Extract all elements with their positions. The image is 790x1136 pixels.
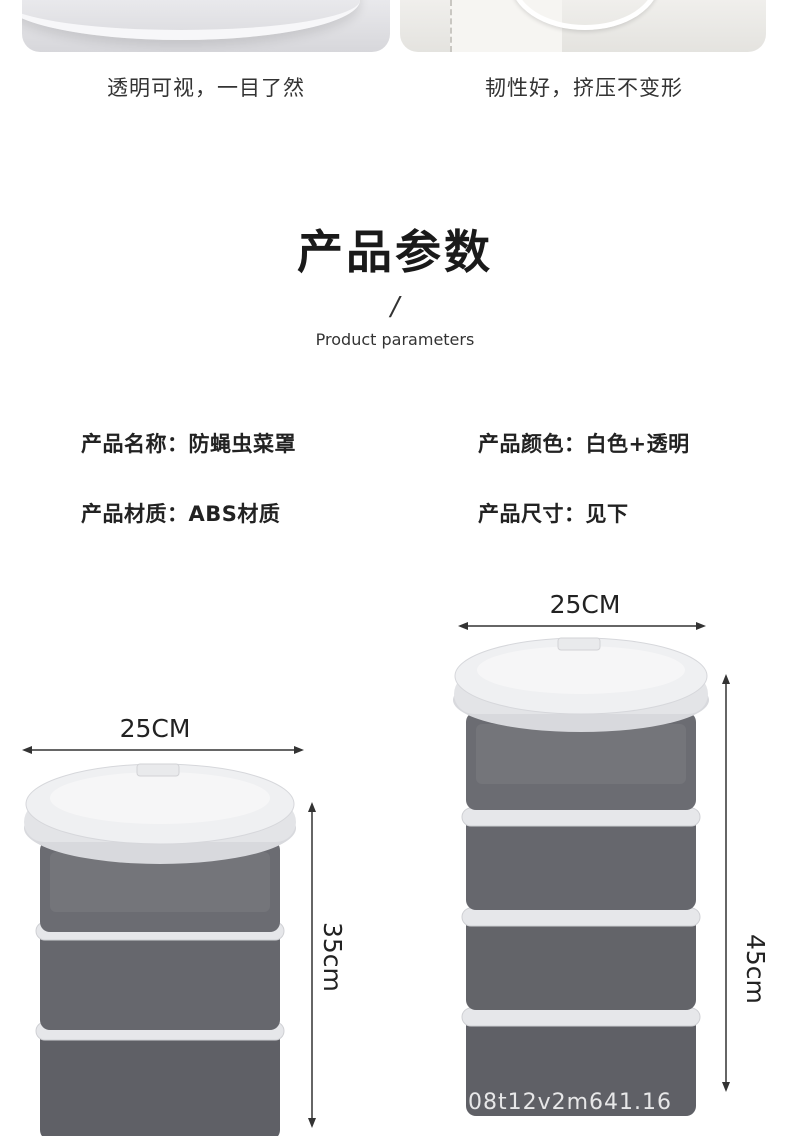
large-width-label: 25CM (549, 590, 621, 619)
param-product-color: 产品颜色白色+透明 (478, 428, 690, 458)
large-food-cover-image (453, 622, 730, 1116)
watermark-text: 08t12v2m641.16 (468, 1090, 673, 1115)
param-value: 见下 (585, 502, 629, 526)
param-product-name: 产品名称防蝇虫菜罩 (81, 428, 296, 458)
param-key: 产品尺寸 (478, 502, 586, 526)
param-value: 白色+透明 (585, 432, 690, 456)
large-height-label: 45cm (741, 934, 770, 1004)
section-subtitle: Product parameters (315, 330, 475, 349)
param-product-size: 产品尺寸见下 (478, 498, 629, 528)
feature-caption-flexible: 韧性好，挤压不变形 (485, 76, 683, 100)
param-key: 产品材质 (81, 502, 189, 526)
feature-photo-flexible (400, 0, 766, 52)
small-food-cover-image (22, 746, 316, 1136)
param-value: ABS材质 (188, 502, 281, 526)
param-key: 产品颜色 (478, 432, 586, 456)
param-product-material: 产品材质ABS材质 (81, 498, 280, 528)
small-width-label: 25CM (119, 714, 191, 743)
section-title: 产品参数 (297, 225, 493, 279)
param-key: 产品名称 (81, 432, 189, 456)
feature-photo-transparent (22, 0, 390, 52)
small-height-label: 35cm (318, 922, 347, 992)
feature-caption-transparent: 透明可视，一目了然 (107, 76, 305, 100)
section-divider-slash: / (390, 292, 400, 322)
param-value: 防蝇虫菜罩 (188, 432, 296, 456)
